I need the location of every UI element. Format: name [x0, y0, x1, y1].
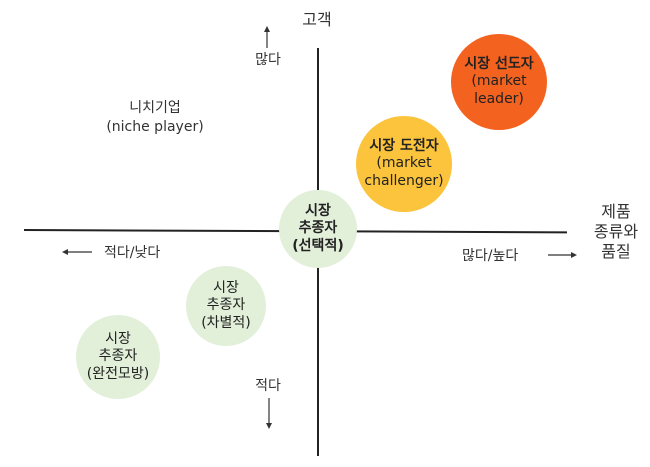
customer-many-label: 많다 [255, 52, 281, 68]
product-low-label: 적다/낮다 [104, 245, 161, 261]
arrow-down-icon [266, 398, 272, 429]
market-follower-imitation-circle: 시장 추종자 (완전모방) [76, 315, 160, 399]
customer-axis-label: 고객 [302, 10, 332, 29]
customer-few-label: 적다 [255, 378, 281, 394]
market-leader-circle: 시장 선도자 (market leader) [451, 34, 547, 130]
market-follower-selective-circle: 시장 추종자 (선택적) [279, 190, 357, 268]
arrow-left-icon [62, 249, 92, 255]
arrow-up-icon [264, 26, 270, 48]
market-challenger-circle: 시장 도전자 (market challenger) [356, 116, 452, 212]
product-axis-label: 제품 종류와 품질 [593, 202, 639, 261]
niche-player-label: 니치기업 (niche player) [106, 100, 204, 135]
arrow-right-icon [548, 252, 577, 258]
market-follower-differential-circle: 시장 추종자 (차별적) [186, 266, 266, 346]
product-high-label: 많다/높다 [462, 248, 519, 264]
